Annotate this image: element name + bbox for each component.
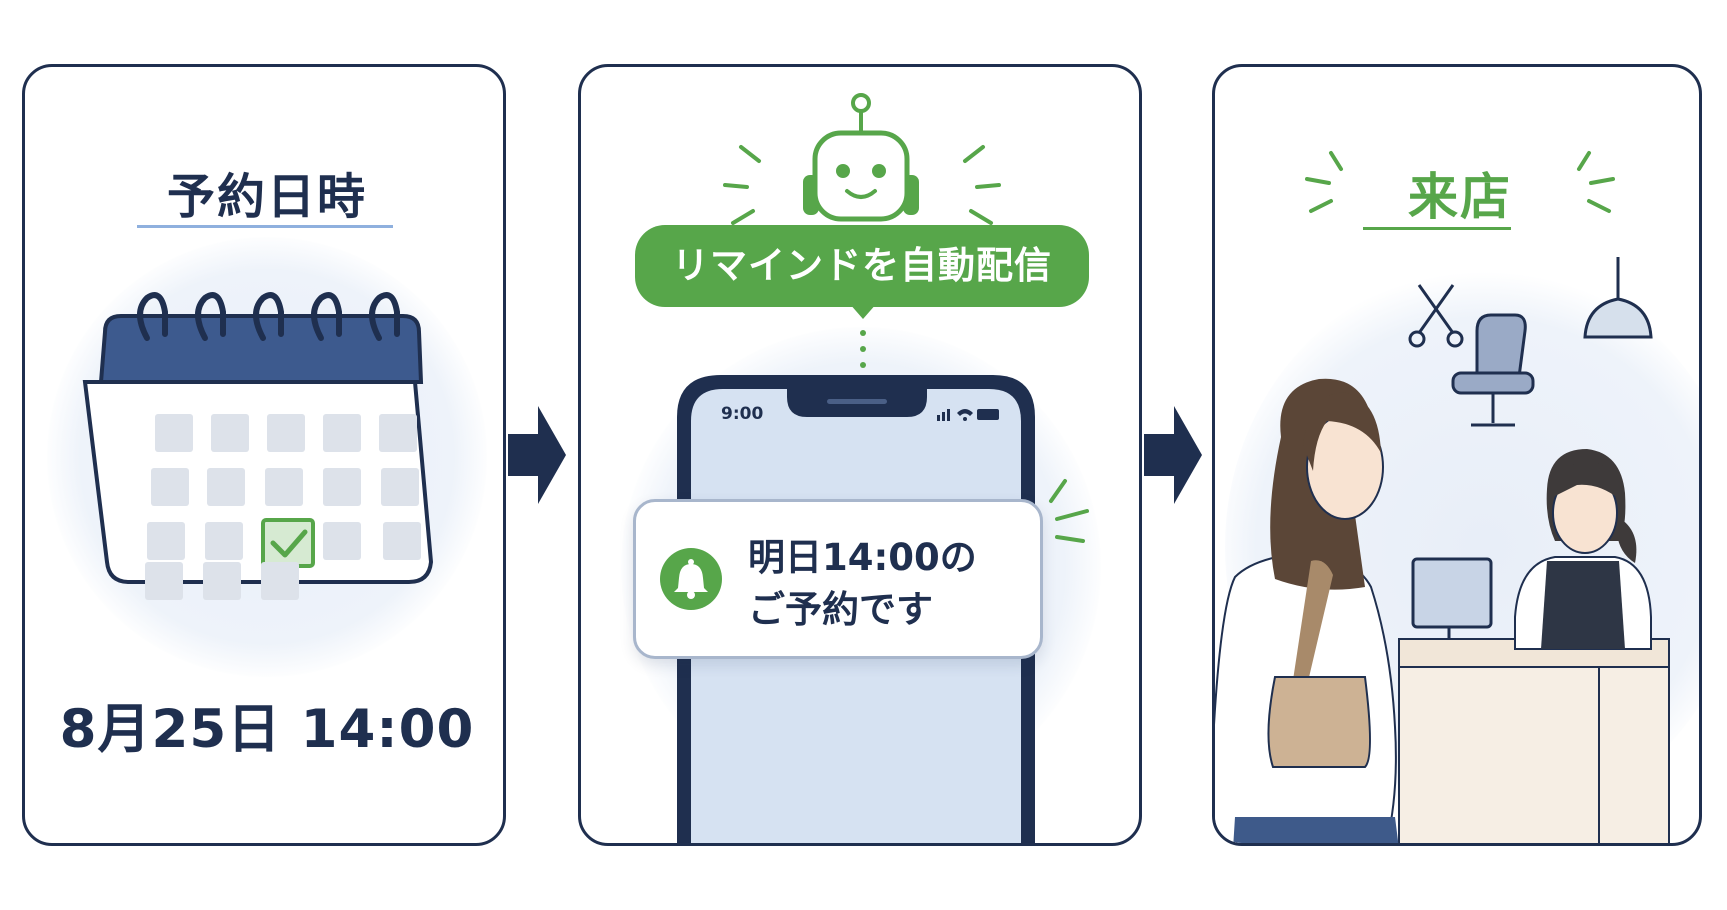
phone-status-time: 9:00: [721, 404, 764, 424]
staff-person: [1514, 449, 1652, 650]
title-underline: [1363, 227, 1511, 230]
reception-counter: [1398, 638, 1670, 843]
step-title-visit: 来店: [1408, 168, 1512, 226]
notification-line-1: 明日14:00の: [748, 536, 977, 579]
step-title-reservation: 予約日時: [166, 169, 367, 225]
notification-burst-lines: [1049, 479, 1089, 543]
calendar-bottom-cells: [145, 562, 299, 600]
salon-chair-icon: [1451, 313, 1535, 427]
bot-message-bubble: リマインドを自動配信: [635, 225, 1089, 307]
reminder-notification[interactable]: 明日14:00の ご予約です: [633, 499, 1043, 659]
bubble-tail: [849, 303, 877, 319]
arrow-right-icon: [1144, 406, 1202, 504]
customer-person: [1215, 378, 1399, 843]
arrow-right-icon: [508, 406, 566, 504]
notification-text: 明日14:00の ご予約です: [748, 532, 977, 636]
calendar-icon: [82, 292, 434, 584]
check-icon: [261, 518, 315, 568]
notification-line-2: ご予約です: [748, 588, 933, 631]
step-panel-visit: 来店: [1212, 64, 1702, 846]
sparkle-lines: [1305, 151, 1615, 213]
dotted-connector: [860, 330, 866, 368]
computer-monitor-icon: [1411, 557, 1493, 649]
step-panel-reminder: リマインドを自動配信 9:00 明日14:00の ご予約です: [578, 64, 1142, 846]
robot-icon: [723, 93, 1001, 225]
bell-icon: [660, 548, 722, 610]
reservation-datetime: 8月25日 14:00: [59, 699, 475, 760]
scissors-icon: [1408, 284, 1464, 348]
lamp-icon: [1583, 257, 1653, 339]
salon-scene-illustration: [1215, 257, 1670, 843]
title-underline: [137, 225, 393, 228]
step-panel-reservation: 予約日時 8月25日 14:: [22, 64, 506, 846]
